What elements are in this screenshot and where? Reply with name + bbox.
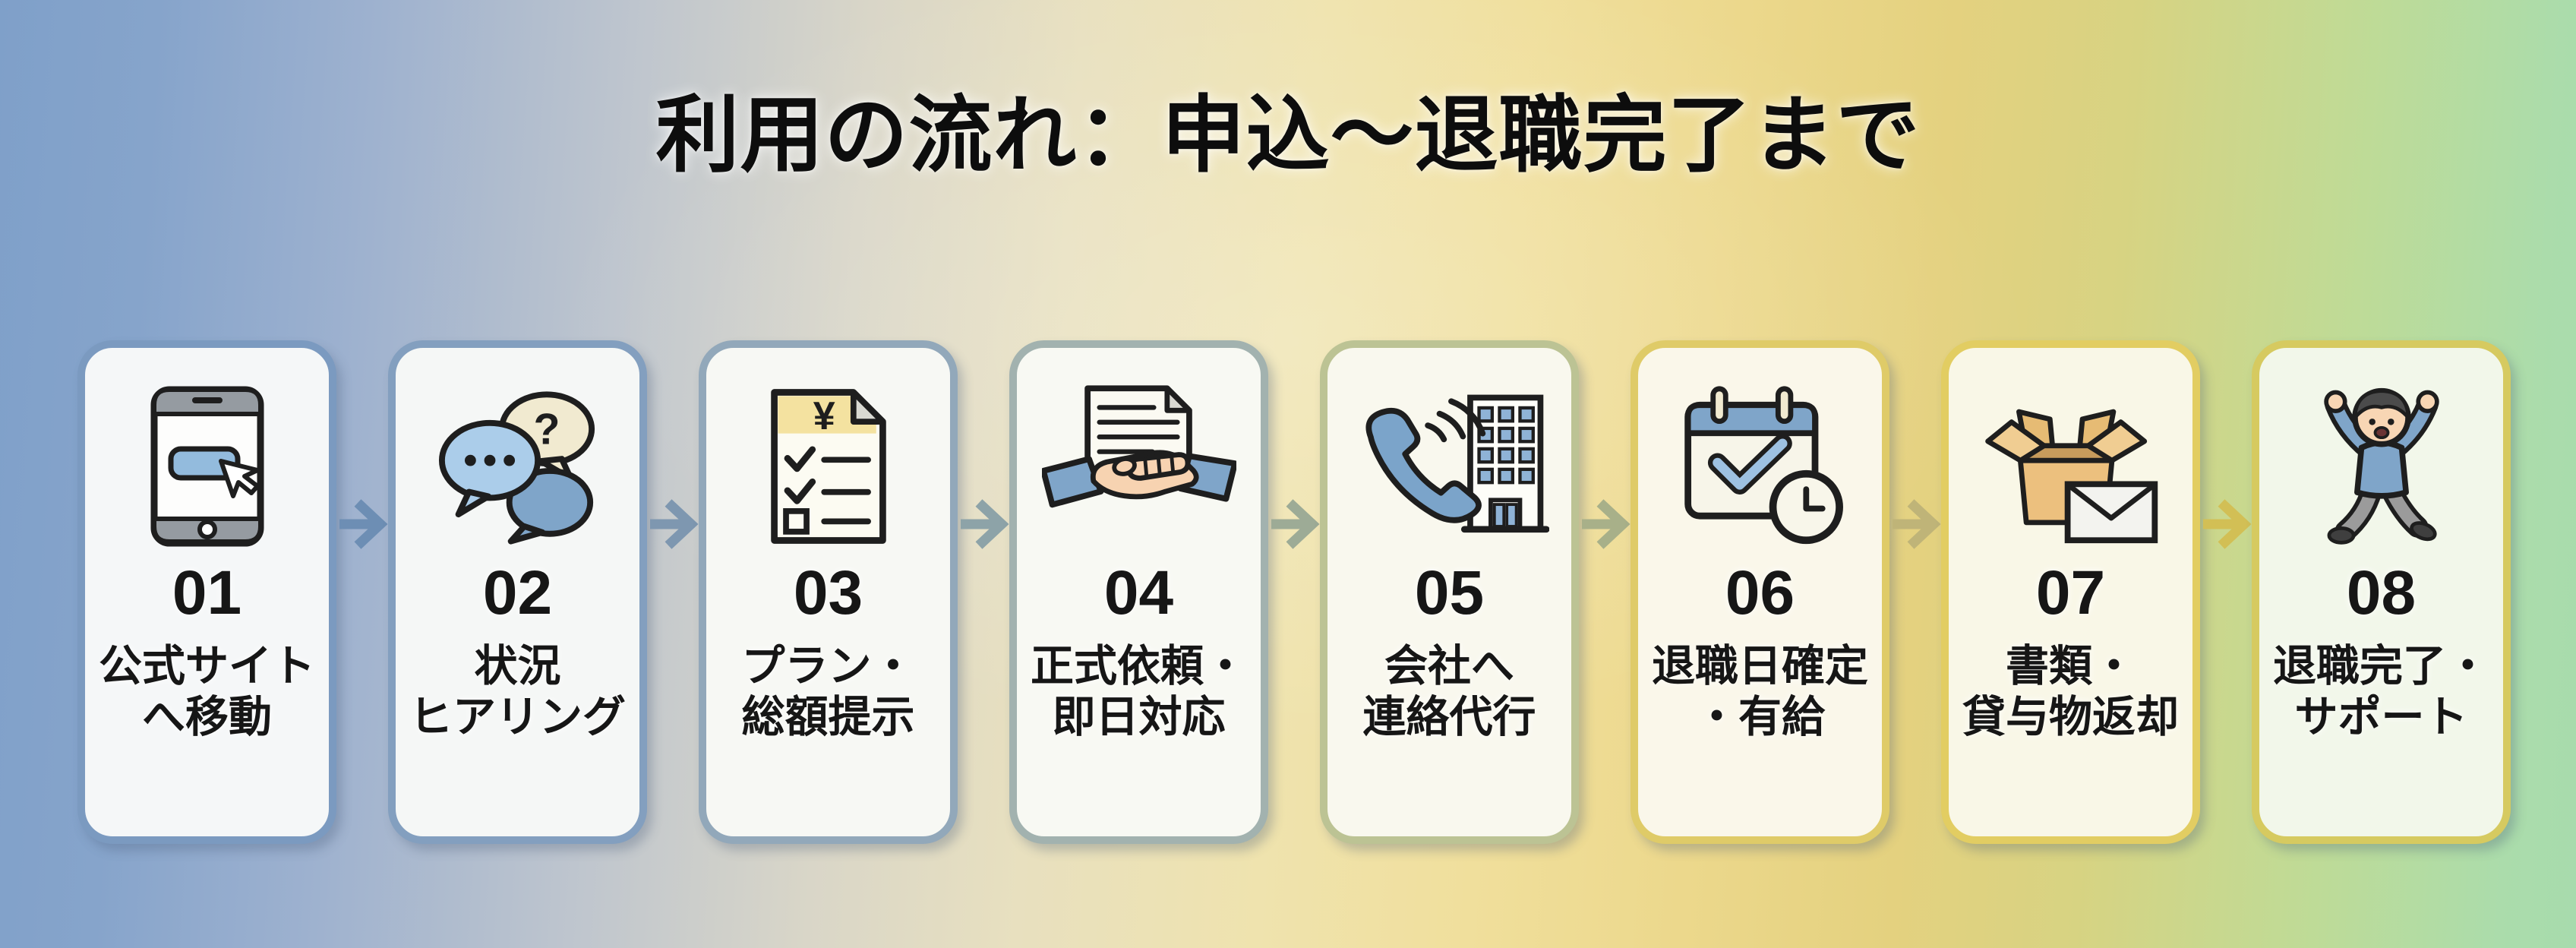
page-title: 利用の流れ：申込〜退職完了まで	[655, 89, 1921, 182]
step-number: 05	[1414, 558, 1485, 627]
step-label-line-1: 正式依頼・	[1031, 642, 1247, 690]
flow-row: 01 公式サイト へ移動 ?	[77, 340, 2511, 844]
step-number: 07	[2035, 558, 2106, 627]
step-label: プラン・ 総額提示	[742, 641, 915, 744]
step-label-line-1: 退職日確定	[1652, 642, 1868, 690]
smartphone-tap-icon-svg	[150, 386, 264, 547]
step-label-line-1: 会社へ	[1384, 642, 1514, 690]
step-label: 退職完了・ サポート	[2273, 641, 2489, 744]
yen-document-icon: ¥	[766, 378, 892, 555]
step-label-line-1: 状況	[474, 642, 561, 690]
svg-text:?: ?	[533, 405, 560, 453]
step-number: 08	[2346, 558, 2417, 627]
step-label-line-2: 即日対応	[1052, 693, 1226, 742]
arrow-right-icon	[1889, 340, 1941, 555]
step-label-line-1: 書類・	[2006, 642, 2136, 690]
step-label: 公式サイト へ移動	[99, 641, 315, 744]
step-label: 退職日確定 ・有給	[1652, 641, 1868, 744]
step-label: 書類・ 貸与物返却	[1962, 641, 2179, 744]
step-label-line-2: へ移動	[142, 693, 272, 742]
calendar-check-clock-icon-svg	[1684, 386, 1843, 545]
step-label-line-2: 貸与物返却	[1962, 693, 2179, 742]
arrow-right-icon	[1268, 340, 1320, 555]
chat-bubbles-icon: ?	[437, 378, 598, 555]
step-label: 状況 ヒアリング	[409, 641, 626, 744]
arrow-right-icon	[2200, 340, 2252, 555]
step-card-02: ? 02 状況 ヒアリング	[388, 340, 647, 844]
step-label: 会社へ 連絡代行	[1363, 641, 1536, 744]
step-label-line-2: サポート	[2294, 693, 2468, 742]
handshake-icon-svg	[1041, 385, 1236, 508]
handshake-icon	[1041, 378, 1236, 555]
step-card-04: 04 正式依頼・ 即日対応	[1009, 340, 1268, 844]
box-envelope-icon-svg	[1985, 409, 2158, 544]
cheering-person-icon	[2301, 378, 2462, 555]
step-card-01: 01 公式サイト へ移動	[77, 340, 336, 844]
step-card-03: ¥ 03 プラン・ 総額提示	[699, 340, 958, 844]
cheering-person-icon-svg	[2323, 387, 2439, 545]
step-label-line-1: 公式サイト	[99, 642, 315, 690]
calendar-check-clock-icon	[1675, 378, 1846, 555]
step-card-08: 08 退職完了・ サポート	[2252, 340, 2511, 844]
arrow-right-icon	[336, 340, 388, 555]
svg-text:¥: ¥	[813, 394, 835, 438]
smartphone-tap-icon	[150, 378, 265, 555]
phone-building-icon	[1350, 378, 1549, 555]
step-label-line-1: プラン・	[741, 642, 915, 690]
step-label-line-2: 総額提示	[741, 693, 915, 742]
step-number: 01	[172, 558, 242, 627]
chat-bubbles-icon-svg: ?	[438, 391, 595, 545]
step-label-line-2: ヒアリング	[409, 693, 626, 742]
yen-document-icon-svg: ¥	[770, 389, 886, 544]
step-label-line-1: 退職完了・	[2273, 642, 2489, 690]
step-number: 06	[1725, 558, 1795, 627]
step-number: 03	[793, 558, 863, 627]
step-number: 04	[1103, 558, 1174, 627]
phone-building-icon-svg	[1365, 394, 1549, 533]
step-label-line-2: ・有給	[1695, 693, 1825, 742]
step-card-06: 06 退職日確定 ・有給	[1631, 340, 1889, 844]
step-number: 02	[482, 558, 553, 627]
step-label: 正式依頼・ 即日対応	[1031, 641, 1247, 744]
box-envelope-icon	[1978, 378, 2164, 555]
arrow-right-icon	[1579, 340, 1631, 555]
step-label-line-2: 連絡代行	[1362, 693, 1536, 742]
step-card-07: 07 書類・ 貸与物返却	[1941, 340, 2200, 844]
step-card-05: 05 会社へ 連絡代行	[1320, 340, 1579, 844]
arrow-right-icon	[647, 340, 699, 555]
arrow-right-icon	[958, 340, 1009, 555]
